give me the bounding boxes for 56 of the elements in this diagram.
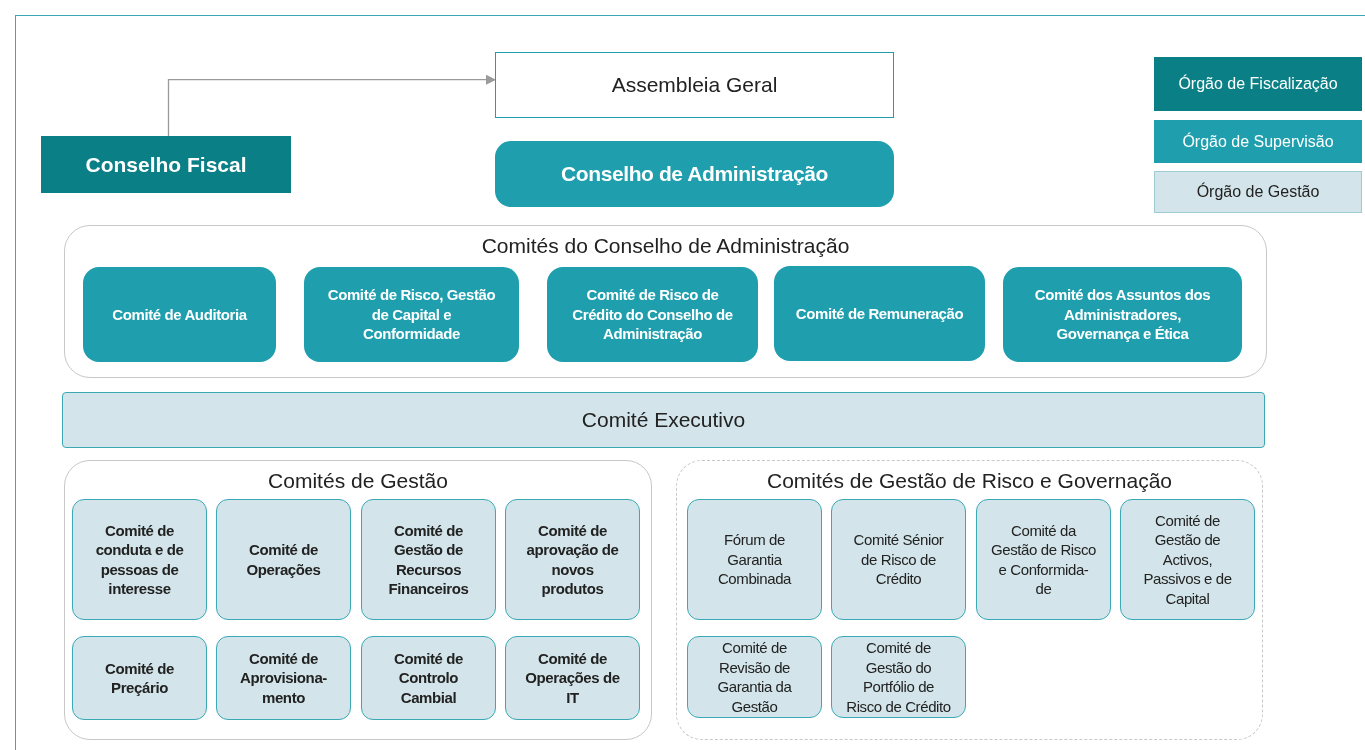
committee-box: [1003, 267, 1242, 362]
committee-box: [216, 636, 351, 720]
node-label: Comité da Gestão de Risco e Conformida-de: [990, 520, 1097, 599]
committee-box: [361, 636, 496, 720]
committee-box: [72, 636, 207, 720]
node-label: Comité de Gestão de Recursos Financeiros: [387, 520, 470, 599]
committee-box: [505, 636, 640, 720]
committee-box: [216, 499, 351, 620]
node-label: Conselho de Administração: [561, 161, 828, 188]
group-panel: [676, 460, 1263, 740]
node-label: Comité de Preçário: [104, 658, 175, 698]
process-box: [41, 136, 291, 193]
node-label: Comité de Aprovisiona-mento: [239, 648, 328, 708]
node-label: Comité de aprovação de novos produtos: [525, 520, 620, 599]
process-box: [495, 141, 894, 207]
node-label: Comité de Auditoria: [111, 304, 248, 325]
committee-box: [304, 267, 519, 362]
node-label: Comité de Revisão de Garantia da Gestão: [716, 638, 793, 716]
node-label: Comité de Operações de IT: [524, 648, 621, 708]
committee-box: [1120, 499, 1255, 620]
node-label: Comité de conduta e de pessoas de interesse: [94, 520, 185, 599]
group-panel: [64, 460, 652, 740]
node-label: Comité Sénior de Risco de Crédito: [852, 530, 945, 589]
node-label: Comité de Controlo Cambial: [393, 648, 464, 708]
node-label: Comité de Remuneração: [794, 303, 965, 324]
committee-box: [831, 499, 966, 620]
node-label: Comité de Risco de Crédito do Conselho de Administração: [571, 285, 734, 344]
committee-box: [976, 499, 1111, 620]
node-label: Comité dos Assuntos dos Administradores, Governança e Ética: [1033, 285, 1212, 344]
legend-label: Órgão de Fiscalização: [1178, 75, 1338, 93]
node-label: Comité de Gestão do Portfólio de Risco de Crédito: [845, 638, 952, 716]
committee-box: [361, 499, 496, 620]
process-box: [62, 392, 1265, 448]
committee-box: [72, 499, 207, 620]
connector-arrow: [167, 74, 496, 137]
committee-box: [687, 499, 822, 620]
node-label: Fórum de Garantia Combinada: [716, 530, 793, 589]
group-title: Comités de Gestão de Risco e Governação: [766, 468, 1172, 494]
committee-box: [83, 267, 276, 362]
legend-label: Órgão de Gestão: [1196, 183, 1320, 201]
node-label: Comité Executivo: [581, 407, 746, 434]
committee-box: [687, 636, 822, 718]
node-label: Conselho Fiscal: [85, 151, 247, 178]
group-title: Comités do Conselho de Administração: [481, 233, 850, 259]
committee-box: [774, 266, 985, 361]
process-box: [495, 52, 894, 118]
committee-box: [505, 499, 640, 620]
node-label: Comité de Gestão de Activos, Passivos e de Capital: [1142, 510, 1233, 609]
group-title: Comités de Gestão: [268, 468, 448, 494]
group-panel: [64, 225, 1267, 378]
node-label: Assembleia Geral: [611, 72, 778, 99]
node-label: Comité de Risco, Gestão de Capital e Conformidade: [326, 285, 497, 344]
node-label: Comité de Operações: [245, 540, 322, 579]
legend-label: Órgão de Supervisão: [1182, 132, 1334, 151]
committee-box: [831, 636, 966, 718]
committee-box: [547, 267, 758, 362]
